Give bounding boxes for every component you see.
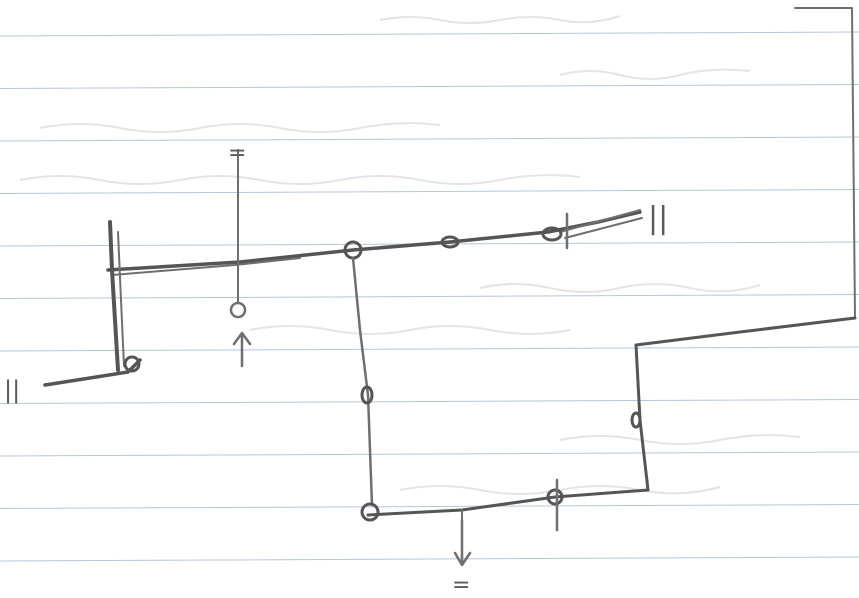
ruled-line <box>0 451 859 457</box>
ruled-line <box>0 136 859 142</box>
right-riser <box>634 316 857 492</box>
bleed-stroke <box>39 122 441 133</box>
bottom-right-node <box>546 488 564 506</box>
bleed-stroke <box>249 325 571 335</box>
bleed-stroke <box>399 485 721 495</box>
ruled-lines <box>0 31 859 562</box>
ruled-line <box>0 294 859 299</box>
right-bracket <box>794 7 856 319</box>
arrow-down-icon <box>453 518 472 567</box>
ruled-line <box>0 556 859 562</box>
ruled-line <box>0 31 859 37</box>
bleed-stroke <box>479 283 761 293</box>
bleed-through-writing <box>19 15 801 495</box>
right-end-label: || <box>648 201 668 236</box>
left-corner-node <box>123 355 141 373</box>
top-mark-label: = <box>228 141 246 166</box>
bleed-stroke <box>19 174 581 185</box>
arrow-up-icon <box>232 331 252 368</box>
left-end-label: || <box>4 376 20 404</box>
ruled-line <box>0 84 859 89</box>
ruled-line <box>0 504 859 509</box>
left-foot <box>43 358 142 387</box>
bleed-stroke <box>559 68 751 80</box>
bottom-mark-label: = <box>452 573 470 598</box>
top-line-overstroke <box>111 257 301 276</box>
ruled-line <box>0 346 859 352</box>
bleed-stroke <box>559 434 801 445</box>
ruled-line <box>0 189 859 194</box>
riser-node <box>630 411 642 429</box>
mid-node-1 <box>360 385 374 405</box>
bottom-line <box>366 488 650 517</box>
left-vertical-overstroke <box>117 231 125 367</box>
bottom-left-node <box>360 502 380 522</box>
right-end-hatch <box>559 209 643 239</box>
left-branch-node <box>229 301 247 319</box>
left-vertical <box>108 220 120 372</box>
center-drop <box>351 256 374 507</box>
bleed-stroke <box>379 15 621 24</box>
ruled-line <box>0 399 859 404</box>
top-node-3 <box>541 226 563 242</box>
top-node-2 <box>440 235 460 249</box>
